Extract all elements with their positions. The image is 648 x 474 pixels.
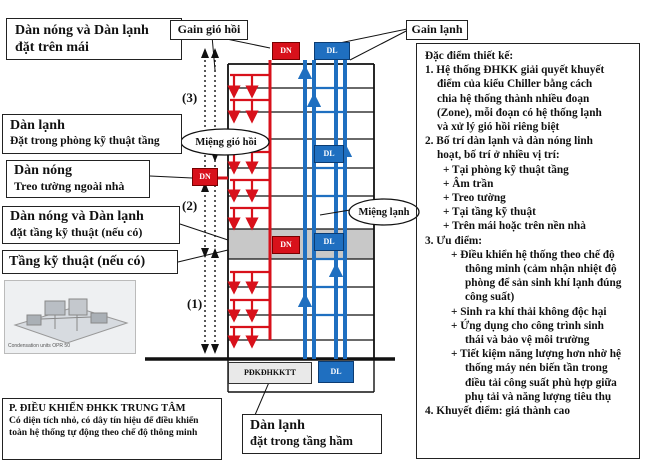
spec-location-item: + Âm trần [443, 177, 494, 190]
spec-location-item: + Tại phòng kỹ thuật tầng [443, 163, 569, 176]
cold-branches [314, 86, 345, 317]
basement-indoor-unit: DL [318, 361, 354, 383]
spec-location-item: + Trên mái hoặc trên nền nhà [443, 220, 586, 233]
floor-indoor-unit: DL [314, 145, 344, 163]
spec-p2: 2. Bố trí dàn lạnh và dàn nóng linh [425, 135, 593, 148]
spec-p2-line2: hoạt, bố trí ở nhiều vị trí: [437, 149, 560, 162]
spec-advantage-4: + Tiết kiệm năng lượng hơn nhờ hệ [451, 348, 621, 361]
zone-3-label: (3) [182, 90, 198, 105]
roof-outdoor-unit: DN [272, 42, 300, 60]
cold-arrows [297, 64, 353, 350]
roof-units-label: Dàn nóng và Dàn lạnh đặt trên mái [6, 18, 182, 60]
design-features-panel: Đặc điểm thiết kế: 1. Hệ thống ĐHKK giải… [416, 43, 640, 459]
spec-advantage-3: + Ứng dụng cho công trình sinh [451, 319, 604, 332]
return-air-mouth-label: Miệng gió hồi [195, 137, 257, 148]
spec-advantage-4-line3: điều tải công suất phù hợp giữa [465, 376, 617, 389]
control-room-box: PĐKĐHKKTT [228, 362, 312, 384]
spec-p3: 3. Ưu điểm: [425, 234, 483, 247]
spec-heading: Đặc điểm thiết kế: [425, 50, 514, 62]
control-center-box: P. ĐIỀU KHIỂN ĐHKK TRUNG TÂM Có diện tíc… [2, 398, 222, 460]
cold-gain-label: Gain lạnh [406, 20, 468, 40]
spec-location-item: + Tại tầng kỹ thuật [443, 206, 536, 219]
tech-floor-label: Tầng kỹ thuật (nếu có) [2, 250, 178, 274]
spec-advantage-3-line2: thái và bảo vệ môi trường [465, 334, 590, 347]
spec-advantage-4-line4: phụ tải và năng lượng tiêu thụ [465, 390, 612, 403]
basement-indoor-label: Dàn lạnh đặt trong tầng hầm [242, 414, 382, 454]
spec-p1-line4: (Zone), mỗi đoạn có hệ thống lạnh [437, 106, 602, 119]
zone-arrowheads [201, 48, 219, 354]
spec-advantage-1-line3: phòng để sản sinh khí lạnh đúng [465, 277, 622, 290]
zone-2-label: (2) [182, 198, 198, 213]
tech-room-indoor-label: Dàn lạnh Đặt trong phòng kỹ thuật tầng [2, 114, 182, 154]
spec-location-item: + Treo tường [443, 192, 506, 205]
tech-floor-units-label: Dàn nóng và Dàn lạnh đặt tầng kỹ thuật (… [2, 206, 180, 244]
tech-floor-band [228, 229, 374, 259]
cold-mouth-label: Miệng lạnh [358, 207, 410, 218]
wall-outdoor-label: Dàn nóng Treo tường ngoài nhà [6, 160, 150, 198]
wall-outdoor-unit: DN [192, 168, 218, 186]
spec-p1-line2: điểm của kiểu Chiller bằng cách [437, 78, 593, 91]
roof-indoor-unit: DL [314, 42, 350, 60]
spec-advantage-2: + Sinh ra khí thải không độc hại [451, 305, 607, 318]
tech-floor-indoor-unit: DL [314, 233, 344, 251]
zone-dimension-lines [204, 50, 216, 352]
spec-p4: 4. Khuyết điểm: giá thành cao [425, 405, 570, 418]
spec-p1-line3: chia hệ thống thành nhiều đoạn [437, 92, 590, 105]
tech-floor-outdoor-unit: DN [272, 236, 300, 254]
return-branches [227, 73, 270, 349]
cold-mouth-callout [348, 198, 420, 226]
photo-caption: Condensation units OPR 50 [8, 343, 70, 349]
spec-advantage-1-line4: công suất) [465, 291, 515, 304]
equipment-photo: Condensation units OPR 50 [4, 280, 136, 354]
spec-advantage-1-line2: thông minh (cảm nhận nhiệt độ [465, 263, 617, 276]
equipment-illustration [13, 298, 129, 344]
spec-advantage-4-line2: thống máy nén biến tần trong [465, 362, 608, 375]
return-air-gain-label: Gain gió hồi [170, 20, 248, 40]
spec-advantage-1: + Điều khiển hệ thống theo chế độ [451, 248, 615, 261]
spec-p1: 1. Hệ thống ĐHKK giải quyết khuyết [425, 64, 605, 77]
zone-1-label: (1) [187, 296, 203, 311]
spec-p1-line5: và xử lý gió hồi riêng biệt [437, 121, 560, 134]
